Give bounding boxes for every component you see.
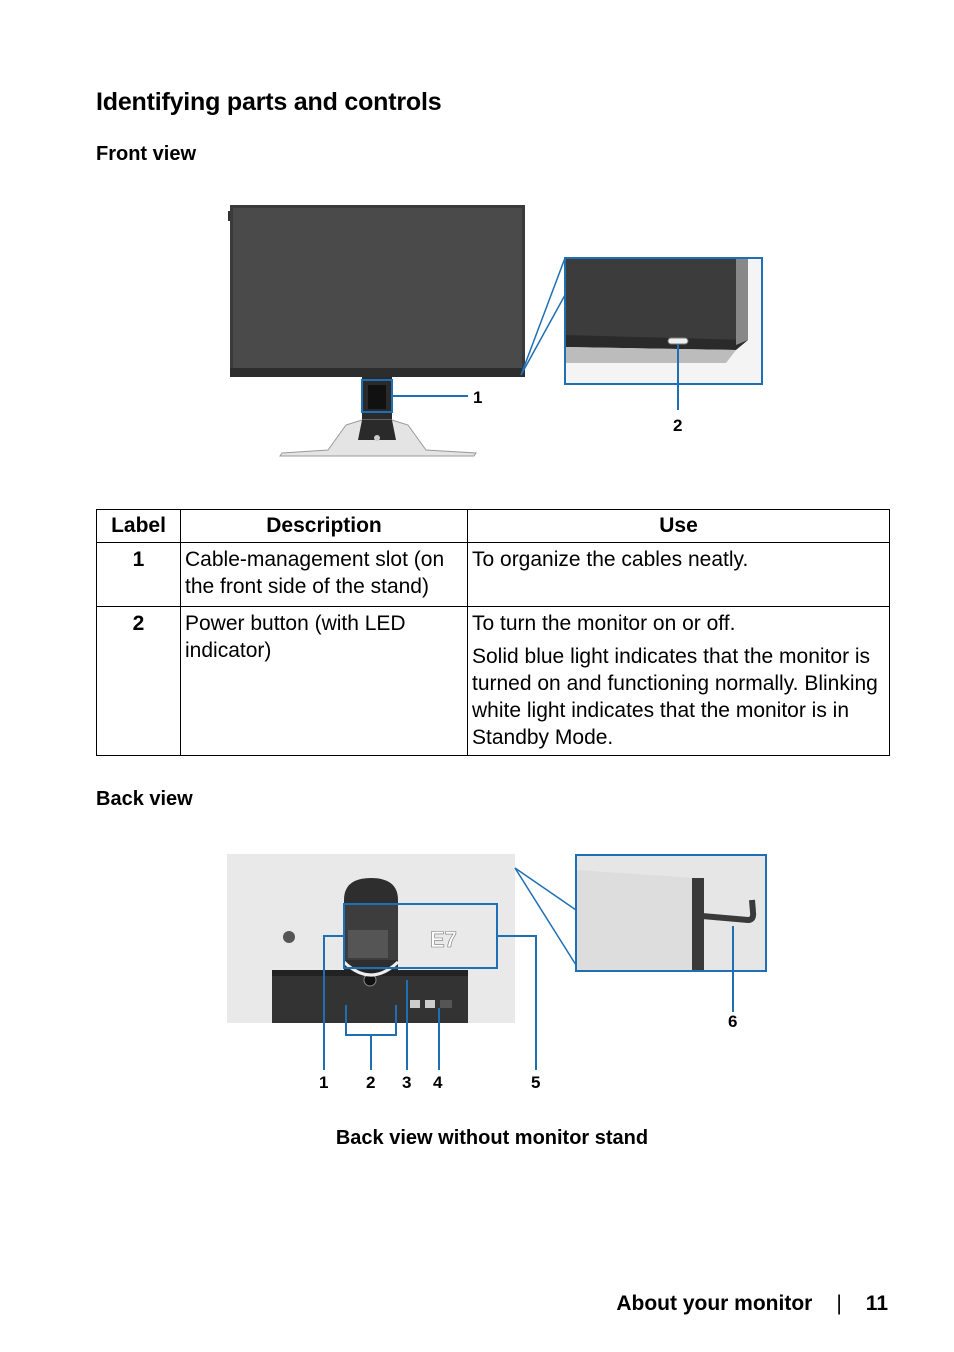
back-callout-2: 2 bbox=[366, 1073, 375, 1092]
row-label: 1 bbox=[96, 542, 181, 607]
back-callout-6: 6 bbox=[728, 1012, 737, 1031]
footer-separator: | bbox=[836, 1292, 842, 1315]
back-view-title: Back view bbox=[96, 788, 193, 810]
page-number: 11 bbox=[865, 1292, 888, 1315]
back-view-caption: Back view without monitor stand bbox=[335, 1127, 649, 1149]
row-label: 2 bbox=[96, 606, 181, 756]
front-callout-2: 2 bbox=[673, 416, 682, 435]
row-description: Power button (with LED indicator) bbox=[180, 606, 468, 756]
table-row: 1 Cable-management slot (on the front si… bbox=[96, 542, 890, 607]
front-view-title: Front view bbox=[96, 143, 197, 165]
front-parts-table: Label Description Use 1 Cable-management… bbox=[96, 509, 890, 756]
zoom-inset-frame bbox=[564, 257, 763, 385]
row-use: To turn the monitor on or off. Solid blu… bbox=[467, 606, 890, 756]
back-callout-4: 4 bbox=[433, 1073, 443, 1092]
page-footer: About your monitor | 11 bbox=[616, 1292, 888, 1316]
back-zoom-inset-frame bbox=[575, 854, 767, 972]
page-heading: Identifying parts and controls bbox=[96, 88, 442, 116]
row-description: Cable-management slot (on the front side… bbox=[180, 542, 468, 607]
table-header-row: Label Description Use bbox=[96, 509, 890, 543]
svg-text:E7: E7 bbox=[430, 927, 457, 952]
back-view-illustration: E7 1 2 3 4 5 6 bbox=[227, 854, 767, 1092]
header-label: Label bbox=[96, 509, 181, 543]
back-callout-5: 5 bbox=[531, 1073, 540, 1092]
back-callout-1: 1 bbox=[319, 1073, 328, 1092]
footer-section: About your monitor bbox=[616, 1292, 813, 1315]
header-description: Description bbox=[180, 509, 468, 543]
table-row: 2 Power button (with LED indicator) To t… bbox=[96, 606, 890, 756]
header-use: Use bbox=[467, 509, 890, 543]
front-view-illustration: 1 2 bbox=[228, 205, 763, 457]
back-callout-3: 3 bbox=[402, 1073, 411, 1092]
front-callout-1: 1 bbox=[473, 388, 482, 407]
row-use: To organize the cables neatly. bbox=[467, 542, 890, 607]
